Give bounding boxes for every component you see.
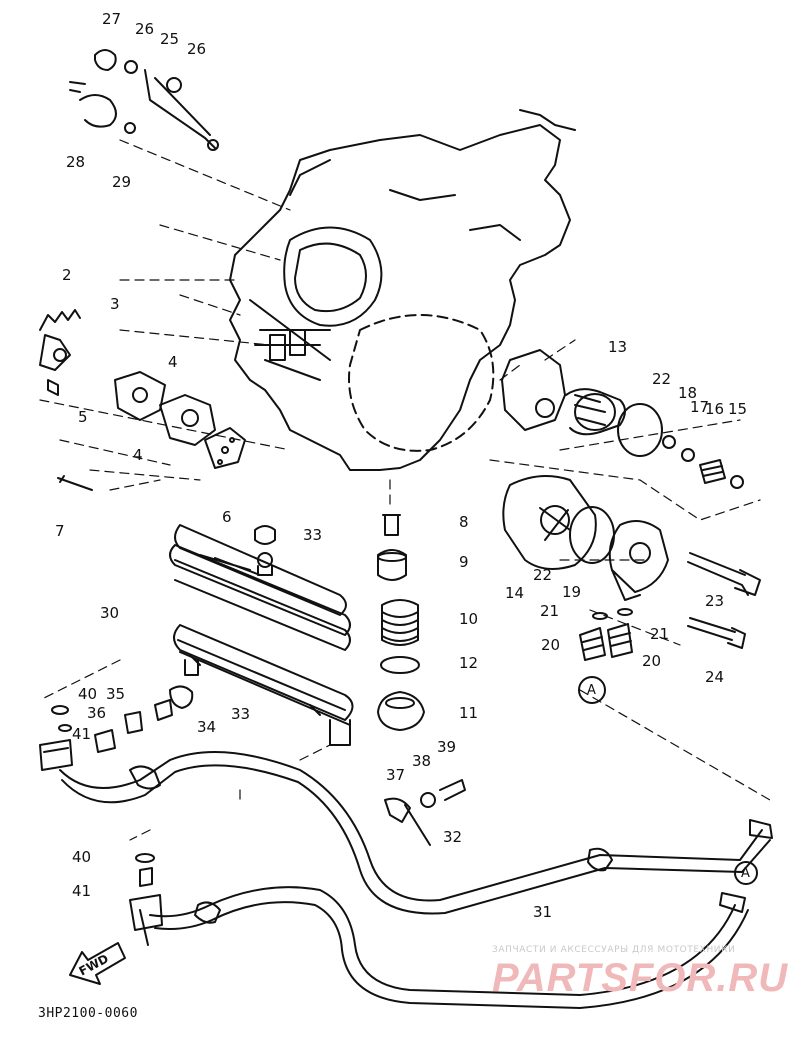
callout-17: 17 [690, 398, 710, 416]
callout-22: 22 [533, 566, 553, 584]
reference-mark-a: A [587, 683, 596, 698]
callout-26: 26 [187, 40, 207, 58]
callout-27: 27 [102, 10, 122, 28]
filter-cover-group [501, 349, 761, 704]
callout-24: 24 [705, 668, 725, 686]
callout-12: 12 [459, 654, 479, 672]
crankcase-outline [229, 109, 576, 471]
callout-34: 34 [197, 718, 217, 736]
callout-40: 40 [78, 685, 98, 703]
callout-19: 19 [562, 583, 582, 601]
callout-8: 8 [459, 513, 469, 531]
callout-32: 32 [443, 828, 463, 846]
callout-38: 38 [412, 752, 432, 770]
callout-3: 3 [110, 295, 120, 313]
callout-20: 20 [541, 636, 561, 654]
oil-cooler [154, 524, 354, 746]
callout-20: 20 [642, 652, 662, 670]
watermark-tagline: ЗАПЧАСТИ И АКСЕССУАРЫ ДЛЯ МОТОТЕХНИКИ [492, 945, 736, 955]
watermark-brand: PARTSFOR.RU [492, 956, 789, 1000]
reference-mark-a: A [741, 866, 750, 881]
oil-hoses [39, 705, 773, 1009]
callout-37: 37 [386, 766, 406, 784]
leader-lines [39, 139, 771, 841]
callout-11: 11 [459, 704, 479, 722]
callout-2: 2 [62, 266, 72, 284]
callout-41: 41 [72, 882, 92, 900]
callout-31: 31 [533, 903, 553, 921]
forward-arrow-icon [69, 942, 126, 985]
oil-filter-stack [377, 514, 425, 731]
callout-36: 36 [87, 704, 107, 722]
callout-33: 33 [231, 705, 251, 723]
callout-41: 41 [72, 725, 92, 743]
callout-30: 30 [100, 604, 120, 622]
callout-23: 23 [705, 592, 725, 610]
callout-25: 25 [160, 30, 180, 48]
drawing-code: 3HP2100-0060 [38, 1006, 138, 1021]
callout-40: 40 [72, 848, 92, 866]
callout-9: 9 [459, 553, 469, 571]
callout-39: 39 [437, 738, 457, 756]
shift-lever-group [69, 49, 219, 151]
callout-33: 33 [303, 526, 323, 544]
callout-22: 22 [652, 370, 672, 388]
callout-26: 26 [135, 20, 155, 38]
callout-21: 21 [540, 602, 560, 620]
callout-18: 18 [678, 384, 698, 402]
callout-29: 29 [112, 173, 132, 191]
callout-4: 4 [133, 446, 143, 464]
callout-15: 15 [728, 400, 748, 418]
callout-28: 28 [66, 153, 86, 171]
callout-16: 16 [705, 400, 725, 418]
callout-4: 4 [168, 353, 178, 371]
callout-14: 14 [505, 584, 525, 602]
callout-10: 10 [459, 610, 479, 628]
oil-pump-group [39, 309, 246, 491]
callout-7: 7 [55, 522, 65, 540]
callout-21: 21 [650, 625, 670, 643]
callout-13: 13 [608, 338, 628, 356]
callout-35: 35 [106, 685, 126, 703]
callout-5: 5 [78, 408, 88, 426]
callout-6: 6 [222, 508, 232, 526]
